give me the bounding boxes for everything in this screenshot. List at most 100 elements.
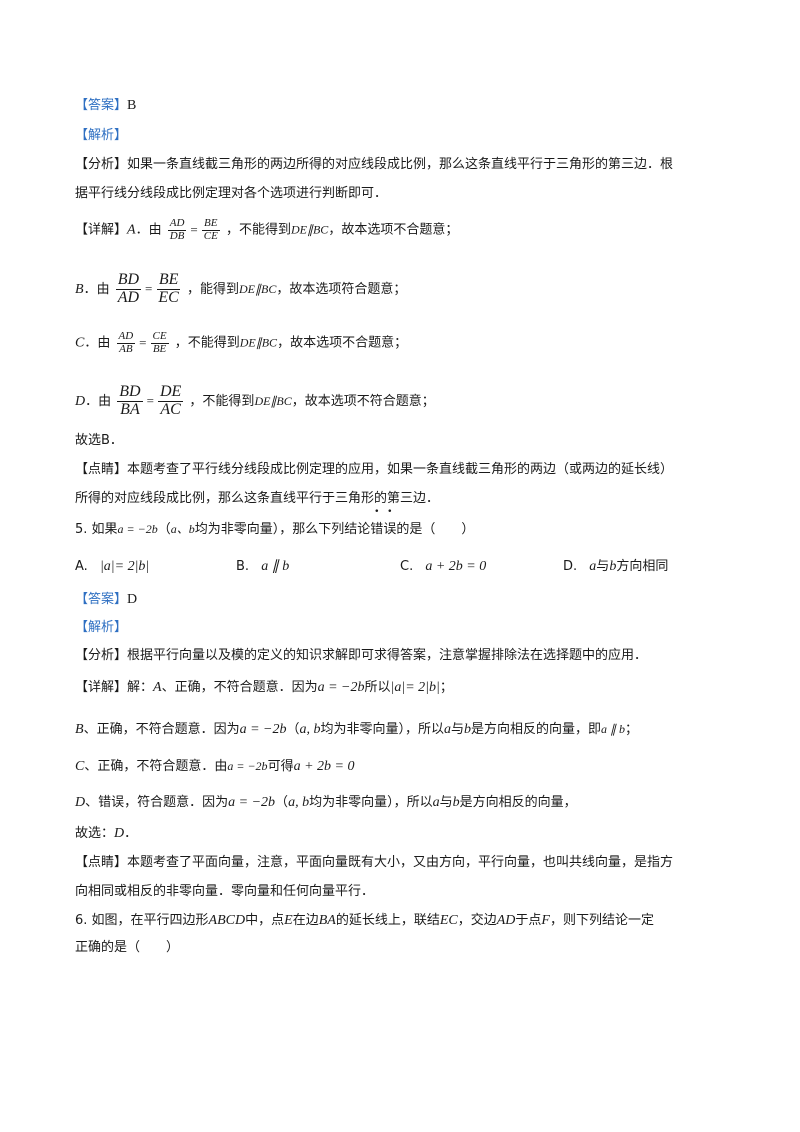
option-letter: D [114, 826, 125, 841]
option-tail: 方向相同 [616, 559, 669, 574]
mid-text: ，不能得到 [174, 335, 240, 351]
option-var: a [589, 559, 597, 574]
denominator: BA [120, 400, 140, 418]
text: 故选： [75, 826, 115, 841]
text: 6. 如图，在平行四边形 [75, 913, 209, 928]
option-label: A. [75, 559, 88, 574]
q4-dianjing-line1: 【点睛】本题考查了平行线分线段成比例定理的应用，如果一条直线截三角形的两边（或两… [75, 460, 673, 480]
fenxi-tag: 【分析】 [75, 648, 128, 663]
text: 、错误，符合题意．因为 [85, 795, 229, 810]
text: ，则下列结论一定 [549, 913, 654, 928]
answer-value: D [127, 592, 138, 607]
option-letter: B [75, 722, 84, 737]
q6-question-line2: 正确的是（ ） [75, 940, 180, 955]
text: 所以 [364, 680, 391, 695]
denominator: EC [158, 288, 179, 306]
option-letter: A [153, 680, 162, 695]
text: 与 [439, 795, 453, 810]
equals-sign: = [145, 280, 153, 296]
you-text: ．由 [85, 393, 112, 409]
q5-analysis-tag: 【解析】 [75, 620, 128, 635]
denominator: AC [160, 400, 181, 418]
question-tail: 的是（ ） [396, 522, 475, 537]
var: BA [318, 913, 336, 928]
text: 均为非零向量），所以 [320, 722, 445, 737]
q6-question-line1: 6. 如图，在平行四边形ABCD中，点E在边BA的延长线上，联结EC，交边AD于… [75, 911, 654, 931]
text: 均为非零向量），所以 [309, 795, 433, 810]
emphasis-char: 误 [383, 520, 396, 540]
numerator: DE [157, 383, 184, 402]
q5-dianjing-line1: 【点睛】本题考查了平面向量，注意，平面向量既有大小，又由方向，平行向量，也叫共线… [75, 853, 673, 873]
numerator: BE [156, 271, 181, 290]
expr: a = −2b [228, 795, 276, 810]
option-mid: 与 [596, 559, 610, 574]
mid-text: ，能得到 [186, 281, 239, 297]
vars: a, b [299, 722, 321, 737]
text: 与 [451, 722, 465, 737]
denominator: DB [169, 229, 185, 242]
parallel-expr: DE∥BC [239, 281, 277, 296]
option-label: B. [236, 559, 250, 574]
numerator: AD [116, 330, 136, 344]
var: a [432, 795, 440, 810]
option-label: C. [400, 559, 414, 574]
q5-option-a: A. |a|= 2|b| [75, 557, 149, 577]
denominator: AB [119, 342, 133, 355]
you-text: ．由 [135, 222, 162, 238]
paren-open: （ [157, 522, 171, 537]
tail-text: ，故本选项不符合题意； [291, 393, 435, 409]
equals-sign: = [146, 392, 154, 408]
mid-text: ，不能得到 [225, 222, 291, 238]
numerator: CE [150, 330, 169, 344]
numerator: BD [117, 383, 143, 402]
option-text: a + 2b = 0 [425, 559, 487, 574]
option-text: |a|= 2|b| [99, 559, 150, 574]
option-letter: B [75, 281, 84, 297]
expr: |a|= 2|b| [390, 680, 440, 695]
fenxi-text: 如果一条直线截三角形的两边所得的对应线段成比例，那么这条直线平行于三角形的第三边… [127, 157, 674, 172]
q5-option-d: D. a与b方向相同 [563, 557, 668, 577]
var: b [452, 795, 460, 810]
expr: a ∥ b [601, 722, 626, 736]
vars: a, b [288, 795, 310, 810]
text: ，交边 [457, 913, 497, 928]
q5-detail-b: B、正确，不符合题意．因为a = −2b（a, b均为非零向量），所以a与b是方… [75, 719, 638, 740]
equals-sign: = [190, 221, 198, 237]
option-letter: D [75, 393, 86, 409]
q5-choice: 故选：D． [75, 824, 137, 844]
q5-detail-a: 【详解】解：A、正确，不符合题意．因为a = −2b所以|a|= 2|b|； [75, 678, 453, 698]
paren-text: 均为非零向量），那么下列结论 [194, 522, 371, 537]
text: ． [124, 826, 138, 841]
numerator: BE [202, 217, 220, 231]
q5-answer-line: 【答案】D [75, 590, 137, 610]
emphasis-char: 错 [370, 520, 383, 540]
option-letter: A [127, 222, 136, 238]
text: 、正确，不符合题意．因为 [161, 680, 318, 695]
denominator: AD [117, 288, 140, 306]
var: b [464, 722, 472, 737]
var: AD [496, 913, 516, 928]
q5-detail-c: C、正确，不符合题意．由a = −2b可得a + 2b = 0 [75, 756, 354, 777]
option-letter: C [75, 759, 85, 774]
expr: a = −2b [227, 759, 268, 773]
mid-text: ，不能得到 [189, 393, 255, 409]
answer-value: B [127, 98, 137, 113]
text: ； [625, 722, 639, 737]
text: 中，点 [245, 913, 285, 928]
text: 是方向相反的向量， [459, 795, 577, 810]
answer-tag: 【答案】 [75, 98, 128, 113]
var: a [444, 722, 452, 737]
denominator: BE [152, 342, 167, 355]
expr: a = −2b [317, 680, 365, 695]
var: E [284, 913, 293, 928]
vars: a、b [170, 522, 195, 536]
